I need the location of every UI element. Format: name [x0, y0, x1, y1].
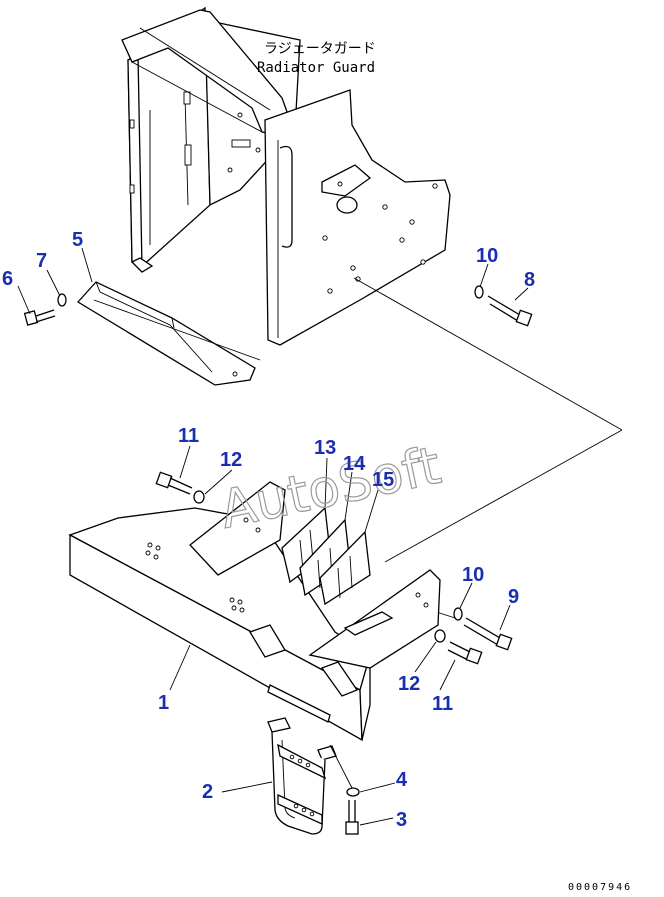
step-part-2: [267, 717, 337, 835]
plate-part-5: [76, 281, 256, 386]
washer-10-upper: [474, 285, 484, 299]
callout-14: 14: [343, 453, 366, 475]
bolt-11-upper: [155, 471, 193, 495]
assembly-leader-lines: [93, 277, 623, 619]
bolt-6: [23, 309, 56, 326]
callout-12-upper: 12: [220, 449, 242, 471]
radiator-guard-assembly: [121, 6, 451, 346]
washer-12-lower: [434, 629, 446, 643]
callout-10-upper: 10: [476, 245, 498, 267]
callout-11-upper: 11: [178, 425, 199, 447]
callout-leaders: [17, 247, 529, 826]
washer-7: [57, 293, 67, 307]
bolt-11-lower: [447, 641, 483, 665]
callout-11-lower: 11: [432, 693, 453, 715]
callout-5: 5: [72, 229, 83, 251]
washer-4: [346, 787, 360, 797]
callout-12-lower: 12: [398, 673, 420, 695]
shim-15: [319, 530, 371, 606]
callout-2: 2: [202, 781, 213, 803]
leader-step-washer: [329, 744, 353, 789]
callout-9: 9: [508, 586, 519, 608]
title-japanese: ラジェータガード: [264, 41, 376, 57]
callout-1: 1: [158, 692, 169, 714]
bolt-9: [463, 617, 513, 651]
bolt-3: [345, 800, 359, 835]
washer-12-upper: [193, 490, 205, 504]
callout-7: 7: [36, 250, 47, 272]
callout-10-lower: 10: [462, 564, 484, 586]
bolt-8: [487, 295, 533, 327]
callout-13: 13: [314, 437, 336, 459]
callout-3: 3: [396, 809, 407, 831]
callout-8: 8: [524, 269, 535, 291]
serial-number: 00007946: [568, 882, 632, 893]
callout-4: 4: [396, 769, 408, 791]
washer-10-lower: [453, 607, 463, 621]
title-english: Radiator Guard: [257, 60, 375, 76]
main-frame-part-1: [68, 481, 441, 742]
callout-6: 6: [2, 268, 13, 290]
callout-15: 15: [372, 469, 394, 491]
